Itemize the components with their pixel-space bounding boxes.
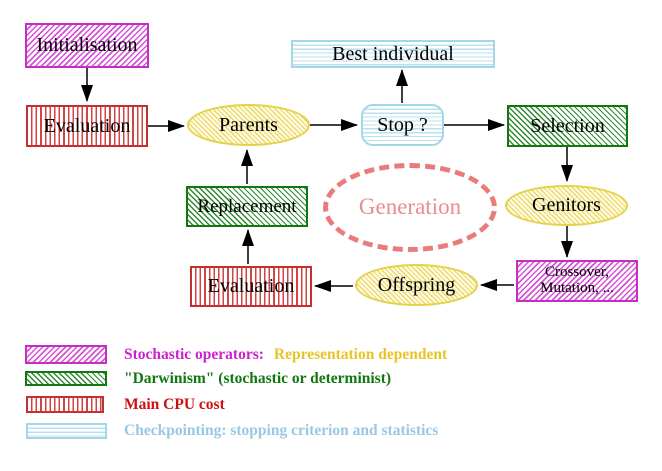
legend-swatch-red-stripes [26,396,104,413]
legend-label-darwinism: "Darwinism" (stochastic or determinist) [124,370,392,387]
legend-row-darwinism: "Darwinism" (stochastic or determinist) [25,371,391,387]
node-replacement: Replacement [186,186,308,227]
node-crossover-label-line1: Crossover, [545,264,609,281]
node-parents: Parents [187,104,310,146]
node-parents-label: Parents [219,113,278,136]
legend-row-stochastic-operators: Stochastic operators: Representation dep… [25,345,447,364]
legend-swatch-cyan-stripes [26,423,107,439]
legend-row-checkpointing: Checkpointing: stopping criterion and st… [26,423,438,439]
legend-swatch-green-hatch [25,371,107,387]
legend-label-stochastic-operators: Stochastic operators: [124,345,264,363]
legend-swatch-magenta-hatch [25,345,107,364]
node-crossover-label-line2: Mutation, ... [540,280,614,296]
node-genitors-label: Genitors [532,194,601,216]
node-stop-label: Stop ? [377,113,428,136]
node-generation: Generation [323,163,497,252]
node-selection-label: Selection [530,114,605,137]
node-best-individual-label: Best individual [332,42,454,65]
node-stop: Stop ? [361,104,444,146]
legend-label-checkpointing: Checkpointing: stopping criterion and st… [124,422,439,440]
node-evaluation-top: Evaluation [26,105,148,147]
node-generation-label: Generation [358,194,462,220]
node-crossover-mutation: Crossover, Mutation, ... [516,260,638,302]
node-genitors: Genitors [505,185,628,226]
node-evaluation-bottom-label: Evaluation [207,275,295,297]
node-evaluation-bottom: Evaluation [190,266,312,307]
node-offspring: Offspring [355,264,478,306]
legend-label-representation-dependent: Representation dependent [273,345,448,363]
node-replacement-label: Replacement [197,195,297,217]
node-evaluation-top-label: Evaluation [43,114,131,137]
node-offspring-label: Offspring [377,273,456,296]
legend-label-main-cpu-cost: Main CPU cost [124,395,225,413]
legend-row-main-cpu-cost: Main CPU cost [26,396,225,413]
node-selection: Selection [507,105,628,147]
node-initialisation-label: Initialisation [36,34,138,56]
node-initialisation: Initialisation [25,23,149,68]
node-best-individual: Best individual [291,40,495,68]
